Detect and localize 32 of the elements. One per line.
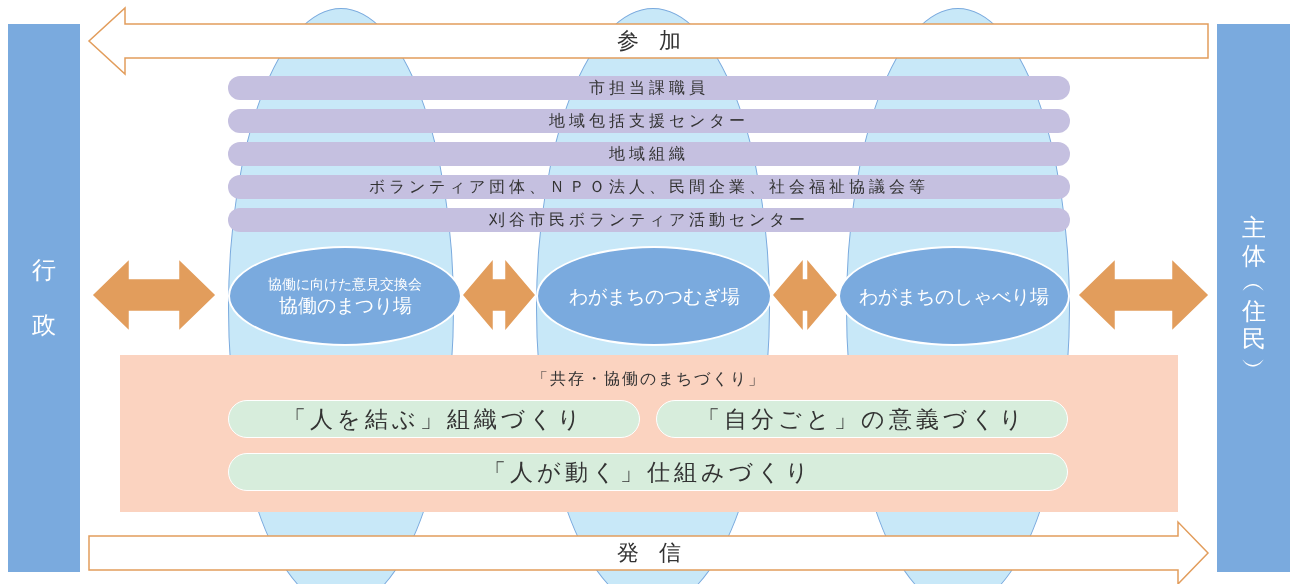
block-arrow [88, 520, 1210, 584]
pill-label: 「人を結ぶ」組織づくり [283, 404, 585, 434]
goal-pill [228, 400, 640, 438]
panel-title: 「共存・協働のまちづくり」 [532, 369, 766, 390]
goal-pill [656, 400, 1068, 438]
goal-pill [228, 453, 1068, 491]
role-bar [228, 175, 1070, 199]
ellipse-label: 協働のまつり場 [278, 292, 412, 318]
role-bar [228, 208, 1070, 232]
block-arrow [773, 259, 837, 331]
role-bar [228, 76, 1070, 100]
goal-panel [120, 355, 1178, 512]
band-label: 主体︵住民︶ [1240, 215, 1267, 381]
pill-label: 「自分ごと」の意義づくり [697, 404, 1027, 434]
side-band [1217, 24, 1290, 572]
block-arrow [1078, 260, 1209, 330]
ellipse-label: わがまちのつむぎ場 [568, 283, 740, 309]
role-bar [228, 109, 1070, 133]
bar-label: 地域組織 [609, 143, 689, 165]
role-bar [228, 142, 1070, 166]
band-label: 行政 [31, 254, 57, 341]
bar-label: 市担当課職員 [589, 77, 709, 99]
ellipse-label: 協働に向けた意見交換会 [268, 274, 422, 293]
bar-label: 地域包括支援センター [549, 110, 749, 132]
pill-label: 「人が動く」仕組みづくり [483, 457, 813, 487]
block-arrow [463, 259, 535, 331]
bar-label: ボランティア団体、ＮＰＯ法人、民間企業、社会福祉協議会等 [369, 176, 929, 198]
bar-label: 刈谷市民ボランティア活動センター [489, 209, 809, 231]
ellipse-label: わがまちのしゃべり場 [859, 283, 1049, 309]
side-band [8, 24, 80, 572]
block-arrow [92, 260, 216, 330]
block-arrow [87, 6, 1209, 76]
